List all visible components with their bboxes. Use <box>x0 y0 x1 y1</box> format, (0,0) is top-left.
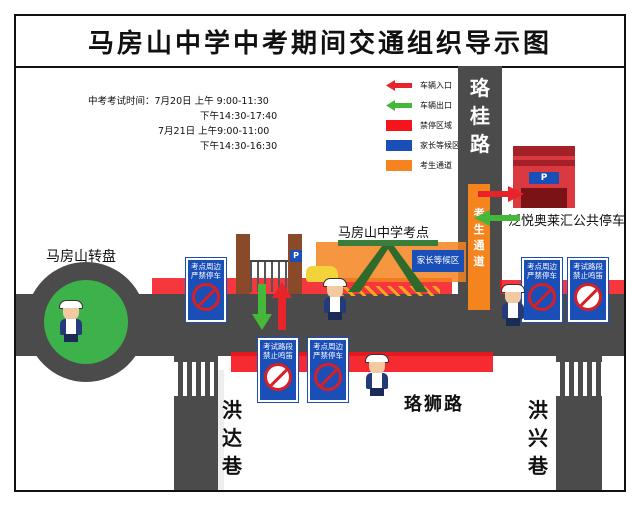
no-parking-sign-1: 考点周边严禁停车 <box>185 257 227 323</box>
orange-swatch <box>386 159 412 171</box>
police-officer-icon <box>56 300 86 342</box>
gate-parking-sign: P <box>290 250 302 262</box>
no-honking-icon <box>574 283 602 311</box>
entry-arrow-parking-icon <box>478 186 524 202</box>
map-title: 马房山中学中考期间交通组织导示图 <box>16 16 624 68</box>
roundabout-label: 马房山转盘 <box>46 249 116 265</box>
legend-entry: 车辆入口 <box>386 78 452 92</box>
no-honking-sign-2: 考试路段禁止鸣笛 <box>567 257 609 323</box>
parking-sign: P <box>529 172 559 184</box>
schedule-line-3: 7月21日 上午9:00-11:00 <box>158 126 270 137</box>
legend: 车辆入口 车辆出口 禁停区域 家长等候区 考生通道 <box>386 78 476 178</box>
red-arrow-icon <box>386 79 412 91</box>
no-parking-icon <box>192 283 220 311</box>
school-label: 马房山中学考点 <box>338 226 430 241</box>
no-honking-sign-1: 考试路段禁止鸣笛 <box>257 337 299 403</box>
legend-student-channel: 考生通道 <box>386 158 452 172</box>
parking-building: P <box>513 146 575 208</box>
parking-label: 泛悦奥莱汇公共停车场 <box>508 214 626 229</box>
blue-swatch <box>386 139 412 151</box>
no-parking-sign-3: 考点周边严禁停车 <box>521 257 563 323</box>
no-parking-icon <box>528 283 556 311</box>
luogui-road-label: 珞桂路 <box>470 76 490 156</box>
exit-arrow-parking-icon <box>474 210 520 226</box>
legend-exit: 车辆出口 <box>386 98 452 112</box>
red-swatch <box>386 119 412 131</box>
legend-parents-area: 家长等候区 <box>386 138 460 152</box>
green-arrow-icon <box>386 99 412 111</box>
school-net <box>340 286 440 296</box>
no-honking-icon <box>264 363 292 391</box>
student-channel-label: 考生通道 <box>473 207 485 268</box>
schedule-line-4: 下午14:30-16:30 <box>200 141 278 152</box>
hongxing-label: 洪兴巷 <box>528 398 548 478</box>
exit-arrow-icon <box>252 284 272 330</box>
no-parking-icon <box>314 363 342 391</box>
schedule-line-1: 中考考试时间：7月20日 上午 9:00-11:30 <box>88 96 269 107</box>
police-officer-icon <box>320 278 350 320</box>
parents-area: 家长等候区 <box>412 250 464 272</box>
crosswalk-hongda <box>174 362 218 396</box>
gate-pillar-right <box>288 234 302 294</box>
police-officer-icon <box>362 354 392 396</box>
no-parking-sign-2: 考点周边严禁停车 <box>307 337 349 403</box>
luoshi-road-label: 珞狮路 <box>404 394 464 415</box>
map-frame: 马房山中学中考期间交通组织导示图 中考考试时间：7月20日 上午 9:00-11… <box>14 14 626 492</box>
legend-no-parking: 禁停区域 <box>386 118 452 132</box>
schedule-line-2: 下午14:30-17:40 <box>200 111 278 122</box>
hongda-label: 洪达巷 <box>222 398 242 478</box>
crosswalk-hongxing <box>556 362 602 396</box>
school-landmark-icon <box>338 240 438 292</box>
entry-arrow-icon <box>272 282 292 330</box>
police-officer-icon <box>498 284 528 326</box>
gate-pillar-left <box>236 234 250 294</box>
roundabout-island <box>44 280 128 364</box>
hongda-curb <box>218 370 224 490</box>
